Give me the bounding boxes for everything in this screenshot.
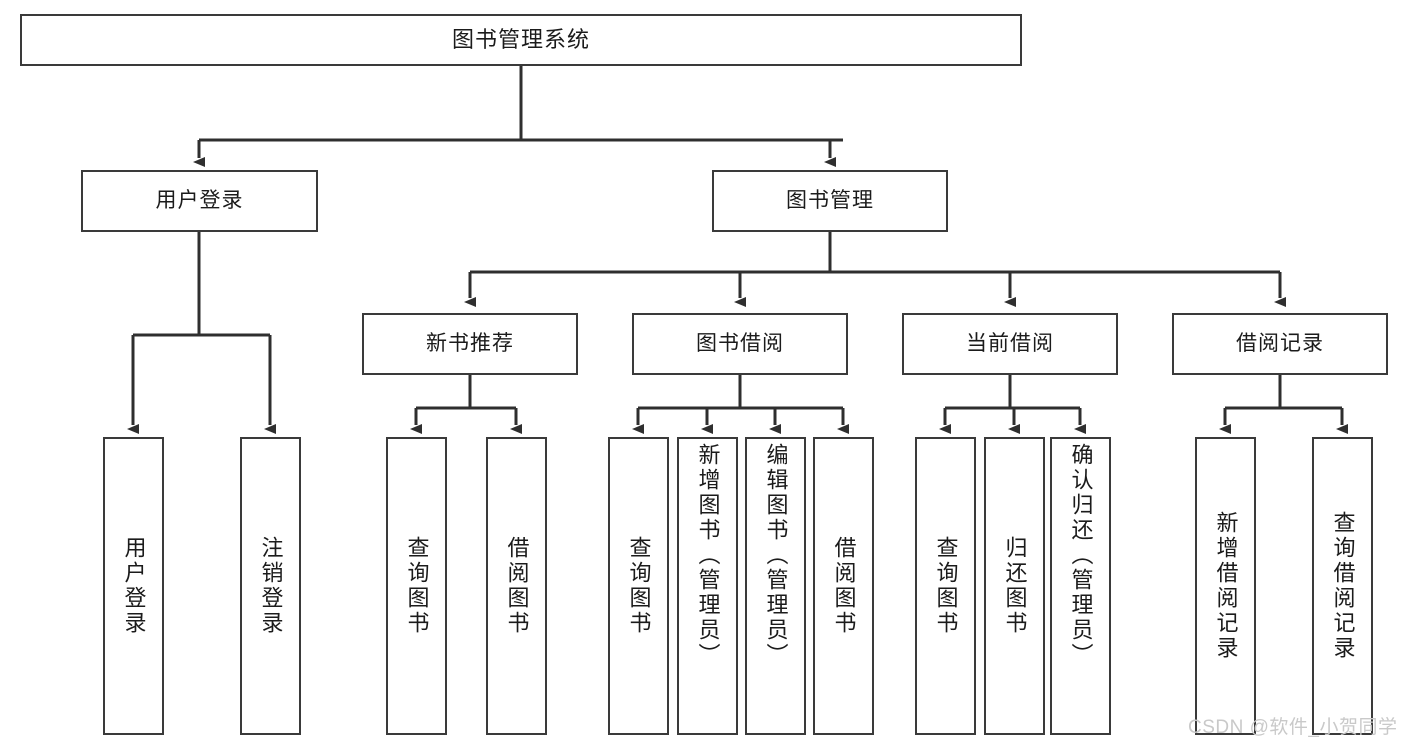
node-label: 注销登录: [258, 536, 284, 636]
node-label: 查询图书: [404, 536, 430, 636]
node-label: 图书管理: [786, 189, 874, 213]
leaf-add-book-admin[interactable]: 新增图书（管理员）: [677, 437, 738, 735]
leaf-confirm-return-admin[interactable]: 确认归还（管理员）: [1050, 437, 1111, 735]
node-label: 查询图书: [626, 536, 652, 636]
leaf-edit-book-admin[interactable]: 编辑图书（管理员）: [745, 437, 806, 735]
leaf-borrow-book[interactable]: 借阅图书: [813, 437, 874, 735]
leaf-query-book-borrow[interactable]: 查询图书: [608, 437, 669, 735]
node-user-login[interactable]: 用户登录: [81, 170, 318, 232]
node-label: 归还图书: [1002, 536, 1028, 636]
node-label: 用户登录: [121, 536, 147, 636]
node-label: 借阅图书: [831, 536, 857, 636]
leaf-borrow-book-recommend[interactable]: 借阅图书: [486, 437, 547, 735]
node-book-borrow[interactable]: 图书借阅: [632, 313, 848, 375]
node-new-book-recommend[interactable]: 新书推荐: [362, 313, 578, 375]
leaf-query-borrow-record[interactable]: 查询借阅记录: [1312, 437, 1373, 735]
node-label: 查询图书: [933, 536, 959, 636]
node-root-system[interactable]: 图书管理系统: [20, 14, 1022, 66]
node-current-borrow[interactable]: 当前借阅: [902, 313, 1118, 375]
node-label: 新增图书（管理员）: [695, 443, 721, 668]
leaf-user-login[interactable]: 用户登录: [103, 437, 164, 735]
node-label: 借阅图书: [504, 536, 530, 636]
node-label: 确认归还（管理员）: [1068, 443, 1094, 668]
node-label: 图书借阅: [696, 332, 784, 356]
node-label: 新书推荐: [426, 332, 514, 356]
leaf-return-book[interactable]: 归还图书: [984, 437, 1045, 735]
node-borrow-record[interactable]: 借阅记录: [1172, 313, 1388, 375]
node-label: 编辑图书（管理员）: [763, 443, 789, 668]
node-label: 新增借阅记录: [1213, 511, 1239, 661]
node-label: 当前借阅: [966, 332, 1054, 356]
leaf-logout-login[interactable]: 注销登录: [240, 437, 301, 735]
csdn-watermark: CSDN @软件_小贺同学: [1188, 717, 1398, 738]
node-label: 图书管理系统: [451, 26, 590, 52]
node-label: 用户登录: [155, 189, 244, 213]
node-book-management[interactable]: 图书管理: [712, 170, 948, 232]
leaf-add-borrow-record[interactable]: 新增借阅记录: [1195, 437, 1256, 735]
node-label: 借阅记录: [1236, 332, 1324, 356]
leaf-query-book-current[interactable]: 查询图书: [915, 437, 976, 735]
leaf-query-book-recommend[interactable]: 查询图书: [386, 437, 447, 735]
node-label: 查询借阅记录: [1330, 511, 1356, 661]
